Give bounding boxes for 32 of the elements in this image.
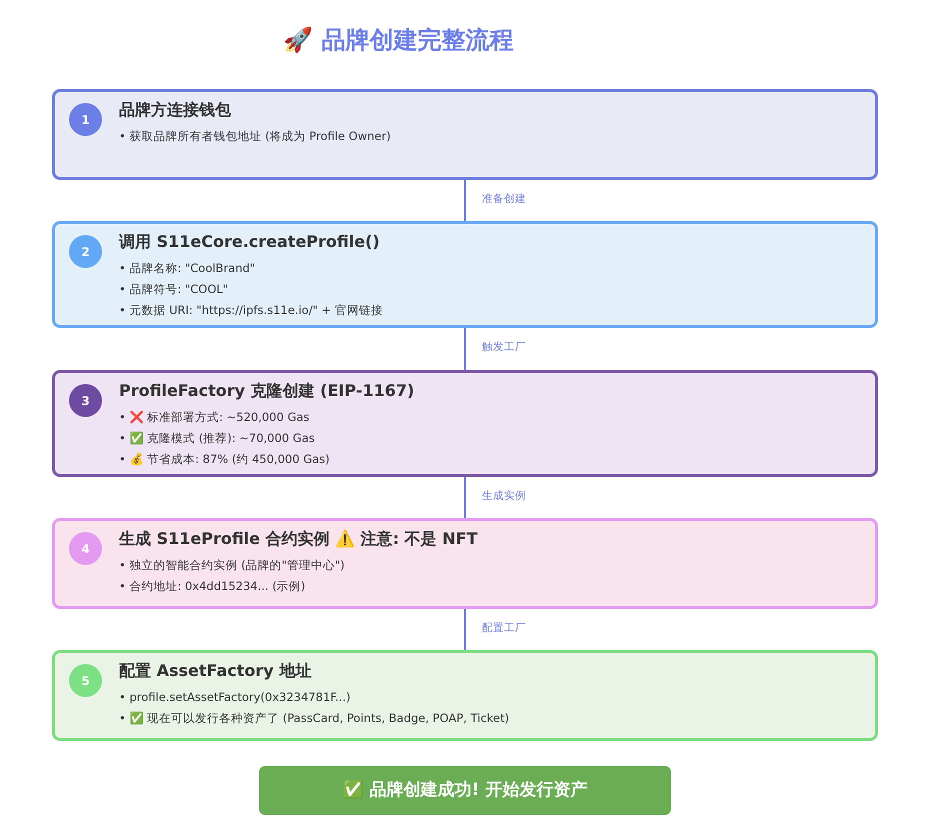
bullet-text: • ❌ 标准部署方式: ~520,000 Gas <box>119 409 310 426</box>
step-title: 生成 S11eProfile 合约实例 ⚠ 注意: 不是 NFT <box>119 528 478 550</box>
connector-line <box>464 328 466 370</box>
bullet-text: • 独立的智能合约实例 (品牌的"管理中心") <box>119 557 345 574</box>
bullet-text: • ✅ 克隆模式 (推荐): ~70,000 Gas <box>119 430 315 447</box>
bullet-text: • 获取品牌所有者钱包地址 (将成为 Profile Owner) <box>119 128 391 145</box>
step-number: 5 <box>69 664 102 697</box>
step-number: 2 <box>69 235 102 268</box>
step-title: 品牌方连接钱包 <box>119 99 231 121</box>
step-title: 调用 S11eCore.createProfile() <box>119 231 380 253</box>
step-card <box>52 89 878 180</box>
step-card <box>52 370 878 477</box>
bullet-text: • ✅ 现在可以发行各种资产了 (PassCard, Points, Badge, POAP, Ticket) <box>119 710 510 727</box>
step-number: 3 <box>69 384 102 417</box>
bullet-text: • 品牌名称: "CoolBrand" <box>119 260 256 277</box>
page-title: 🚀 品牌创建完整流程 <box>283 25 514 56</box>
bullet-text: • 元数据 URI: "https://ipfs.s11e.io/" + 官网链接 <box>119 302 383 319</box>
connector-line <box>464 477 466 518</box>
bullet-text: • 品牌符号: "COOL" <box>119 281 228 298</box>
step-card <box>52 650 878 741</box>
success-banner: ✅ 品牌创建成功! 开始发行资产 <box>259 766 671 815</box>
step-number: 1 <box>69 103 102 136</box>
bullet-text: • 合约地址: 0x4dd15234... (示例) <box>119 578 306 595</box>
step-title: ProfileFactory 克隆创建 (EIP-1167) <box>119 380 414 402</box>
bullet-text: • profile.setAssetFactory(0x3234781F...) <box>119 689 350 706</box>
step-number: 4 <box>69 532 102 565</box>
step-card <box>52 518 878 609</box>
bullet-text: • 💰 节省成本: 87% (约 450,000 Gas) <box>119 451 330 468</box>
step-card <box>52 221 878 328</box>
connector-line <box>464 180 466 221</box>
step-title: 配置 AssetFactory 地址 <box>119 660 312 682</box>
connector-line <box>464 609 466 650</box>
